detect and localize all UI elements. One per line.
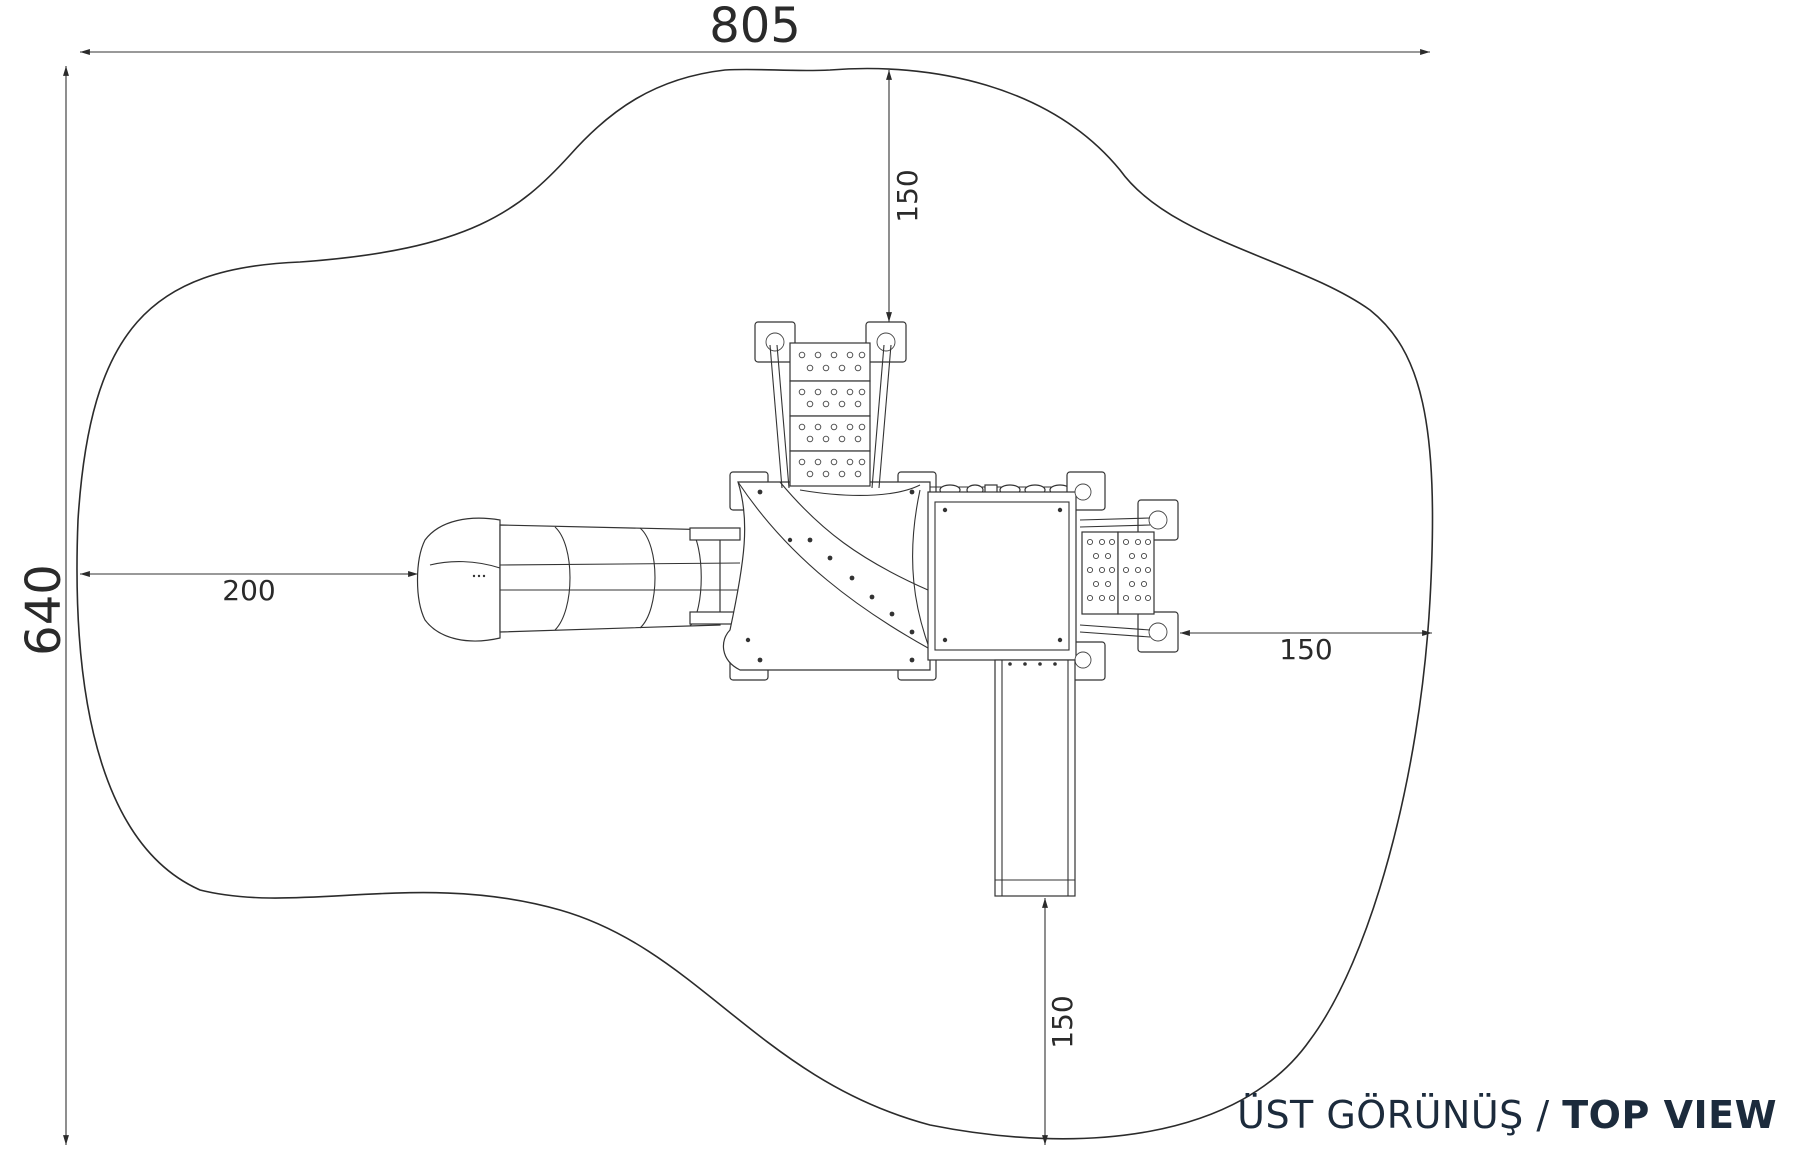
right-ladder-holes xyxy=(1086,538,1152,602)
play-structure xyxy=(416,321,1179,897)
top-clearance-label: 150 xyxy=(891,169,924,222)
caption-turkish: ÜST GÖRÜNÜŞ / xyxy=(1237,1093,1550,1137)
bottom-clearance-label: 150 xyxy=(1046,995,1079,1048)
bridge xyxy=(930,484,1075,496)
left-tower xyxy=(722,471,937,681)
view-caption: ÜST GÖRÜNÜŞ / TOP VIEW xyxy=(1237,1093,1777,1137)
ladder-holes xyxy=(798,351,866,478)
right-tower xyxy=(927,471,1106,681)
caption-english: TOP VIEW xyxy=(1562,1093,1777,1137)
left-clearance-label: 200 xyxy=(222,574,275,607)
right-ladder xyxy=(1079,499,1179,653)
safety-zone-outline xyxy=(76,67,1434,1140)
right-clearance-label: 150 xyxy=(1279,633,1332,666)
top-ladder xyxy=(754,321,907,489)
straight-slide xyxy=(994,659,1076,897)
width-dimension-label: 805 xyxy=(709,0,801,54)
tube-slide xyxy=(416,517,741,642)
depth-dimension-label: 640 xyxy=(16,564,72,656)
